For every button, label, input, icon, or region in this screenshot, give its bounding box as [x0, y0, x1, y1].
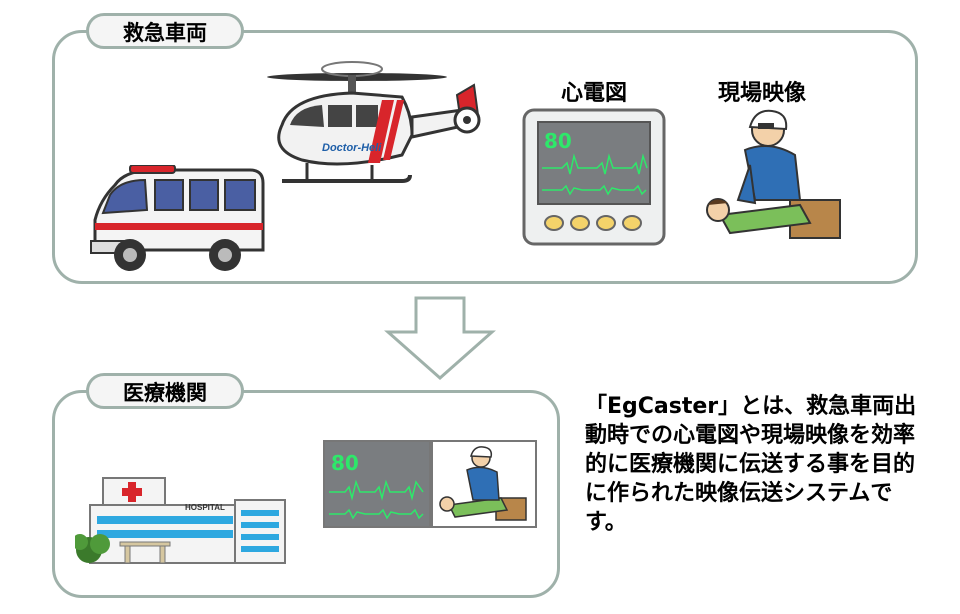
rescue-scene-illustration	[706, 109, 841, 239]
system-description: 「EgCaster」とは、救急車両出動時での心電図や現場映像を効率的に医療機関に…	[585, 394, 917, 535]
ecg-reading: 80	[544, 129, 572, 153]
doctor-helicopter-illustration: Doctor-Heli	[267, 61, 481, 183]
ecg-label: 心電図	[561, 81, 628, 106]
medical-institution-title: 医療機関	[86, 373, 244, 409]
scene-video-label: 現場映像	[718, 81, 807, 106]
transmission-down-arrow	[384, 296, 496, 380]
received-scene-screen	[431, 440, 537, 528]
ecg-monitor-illustration: 80	[522, 108, 666, 246]
hospital-illustration: HOSPITAL	[75, 477, 286, 564]
hospital-sign: HOSPITAL	[185, 503, 225, 512]
ambulance-illustration	[90, 165, 265, 271]
helicopter-label: Doctor-Heli	[322, 142, 382, 154]
received-ecg-screen: 80	[323, 440, 431, 528]
emergency-vehicle-title: 救急車両	[86, 13, 244, 49]
received-ecg-reading: 80	[331, 451, 359, 475]
